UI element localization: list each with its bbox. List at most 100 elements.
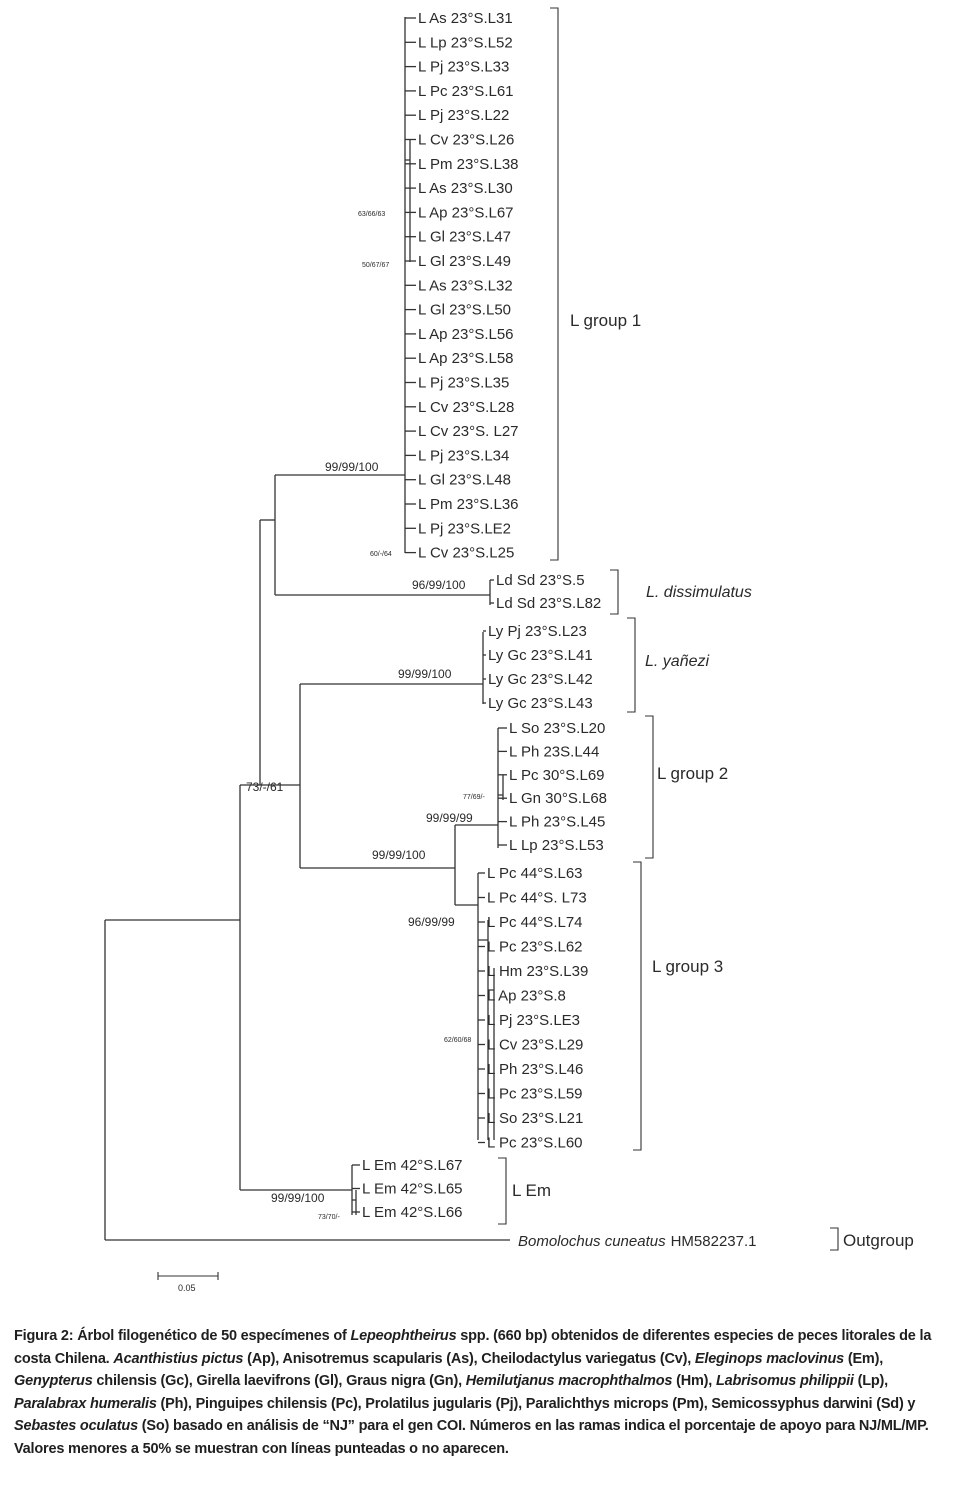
- label-yanezi: L. yañezi: [645, 653, 709, 670]
- label-dissimulatus: L. dissimulatus: [646, 584, 752, 601]
- caption-text-7: (Lp),: [853, 1373, 889, 1389]
- leaf-label: L Pc 23°S.L61: [418, 83, 514, 100]
- support-em-sub: 73/70/-: [318, 1214, 340, 1221]
- leaf-label: L Pj 23°S.LE2: [418, 520, 511, 537]
- group-brackets: [498, 7, 839, 1251]
- bracket-group2: [645, 715, 654, 859]
- caption-italic-8: Sebastes oculatus: [14, 1418, 138, 1434]
- outgroup-species: Bomolochus cuneatus: [518, 1233, 666, 1250]
- label-group3: L group 3: [652, 957, 723, 976]
- leaf-label: L So 23°S.L21: [487, 1110, 583, 1127]
- leaf-label: L Lp 23°S.L53: [509, 837, 604, 854]
- caption-italic-3: Eleginops maclovinus: [694, 1350, 844, 1367]
- leaf-label: L Pc 23°S.L59: [487, 1086, 583, 1103]
- leaf-label: L Ph 23S.L44: [509, 743, 599, 760]
- figure-caption: Figura 2: Árbol filogenético de 50 espec…: [14, 1325, 946, 1460]
- support-g2-sub: 77/69/-: [463, 794, 485, 801]
- leaf-label: L Em 42°S.L65: [362, 1181, 463, 1198]
- bracket-yanezi: [627, 617, 636, 713]
- caption-text-9: (So) basado en análisis de “NJ” para el …: [14, 1418, 929, 1457]
- leaf-label: L Gl 23°S.L50: [418, 302, 511, 319]
- caption-italic-5: Hemilutjanus macrophthalmos: [465, 1373, 673, 1389]
- leaf-label: L So 23°S.L20: [509, 720, 605, 737]
- branch-g2-sub: [498, 775, 504, 800]
- leaf-label: Ly Pj 23°S.L23: [488, 623, 587, 640]
- leaf-label: L Pj 23°S.L33: [418, 59, 509, 76]
- leaf-label: L Pm 23°S.L38: [418, 156, 519, 173]
- leaf-label: Ly Gc 23°S.L43: [488, 695, 593, 712]
- support-yanezi: 99/99/100: [398, 667, 452, 681]
- caption-italic-1: Lepeophtheirus: [350, 1328, 457, 1344]
- leaf-label: L Pm 23°S.L36: [418, 496, 519, 513]
- outgroup-accession: HM582237.1: [671, 1233, 757, 1250]
- bracket-outgroup: [830, 1227, 839, 1251]
- caption-italic-7: Paralabrax humeralis: [14, 1395, 157, 1412]
- leaf-label: L Cv 23°S.L25: [418, 545, 514, 562]
- support-dissimulatus: 96/99/100: [412, 578, 466, 592]
- outgroup-leaf: Bomolochus cuneatus HM582237.1: [518, 1233, 757, 1250]
- leaf-label: Ly Gc 23°S.L42: [488, 671, 593, 688]
- bracket-group1: [550, 7, 559, 561]
- leaf-label: L Gn 30°S.L68: [509, 790, 607, 807]
- leaf-label: L Gl 23°S.L47: [418, 229, 511, 246]
- leaf-label: L Cv 23°S. L27: [418, 423, 519, 440]
- branch-g1-sub: [405, 140, 411, 262]
- leaf-label: L Pc 23°S.L60: [487, 1135, 583, 1152]
- leaf-label: L Hm 23°S.L39: [487, 963, 588, 980]
- support-g1-main: 99/99/100: [325, 460, 379, 474]
- support-g1-sub-b: 50/67/67: [362, 262, 389, 269]
- support-g1-sub-a: 63/66/63: [358, 211, 385, 218]
- leaf-label: L Em 42°S.L66: [362, 1204, 463, 1221]
- caption-text-1: Árbol filogenético de 50 especímenes of: [73, 1328, 351, 1344]
- label-outgroup: Outgroup: [843, 1231, 914, 1250]
- support-g2: 99/99/99: [426, 811, 473, 825]
- leaf-label: L Lp 23°S.L52: [418, 34, 513, 51]
- leaf-label: L Pc 23°S.L62: [487, 939, 583, 956]
- leaf-label: L Ap 23°S.L67: [418, 204, 514, 221]
- bracket-group3: [633, 861, 642, 1151]
- support-g3: 96/99/99: [408, 915, 455, 929]
- bracket-em: [498, 1157, 507, 1225]
- caption-text-3: (Ap), Anisotremus scapularis (As), Cheil…: [243, 1350, 695, 1367]
- leaf-label: L Ph 23°S.L45: [509, 814, 605, 831]
- leaf-label: L Ap 23°S.L58: [418, 350, 514, 367]
- leaf-label: L Em 42°S.L67: [362, 1157, 463, 1174]
- leaf-label: Ld Sd 23°S.L82: [496, 595, 601, 612]
- branch-g3-sub: [478, 920, 495, 1140]
- caption-italic-4: Genypterus: [14, 1373, 93, 1389]
- scale-bar: [157, 1272, 219, 1280]
- leaf-label: L Pj 23°S.L34: [418, 447, 509, 464]
- leaf-label: L Pc 44°S. L73: [487, 890, 587, 907]
- leaf-label: L Cv 23°S.L26: [418, 132, 514, 149]
- leaf-label: Ly Gc 23°S.L41: [488, 647, 593, 664]
- support-g3-sub: 62/60/68: [444, 1037, 471, 1044]
- leaf-label: L Ap 23°S.8: [487, 988, 566, 1005]
- leaf-label: L As 23°S.L30: [418, 180, 513, 197]
- caption-lead: Figura 2:: [14, 1328, 74, 1344]
- support-em: 99/99/100: [271, 1191, 325, 1205]
- leaf-label: L Pj 23°S.L35: [418, 375, 509, 392]
- caption-text-5: chilensis (Gc), Girella laevifrons (Gl),…: [92, 1373, 466, 1389]
- leaf-label: L As 23°S.L32: [418, 277, 513, 294]
- leaf-label: L Pj 23°S.L22: [418, 107, 509, 124]
- support-ingroup-root: 73/-/61: [246, 780, 284, 794]
- leaf-label: L Pc 44°S.L63: [487, 865, 583, 882]
- support-g2-g3: 99/99/100: [372, 848, 426, 862]
- caption-italic-2: Acanthistius pictus: [113, 1350, 244, 1367]
- leaf-label: L Ap 23°S.L56: [418, 326, 514, 343]
- caption-text-2: spp. (660 bp) obtenidos de diferentes es…: [14, 1328, 932, 1367]
- leaf-label: L Pj 23°S.LE3: [487, 1012, 580, 1029]
- leaf-label: L Gl 23°S.L48: [418, 472, 511, 489]
- caption-text-4: (Em),: [843, 1350, 884, 1367]
- branch-em-sub: [352, 1190, 357, 1215]
- caption-italic-6: Labrisomus philippii: [715, 1373, 854, 1389]
- caption-text-6: (Hm),: [672, 1373, 716, 1389]
- support-g1-sub-c: 60/-/64: [370, 551, 392, 558]
- label-em: L Em: [512, 1181, 551, 1200]
- caption-text-8: (Ph), Pinguipes chilensis (Pc), Prolatil…: [156, 1395, 916, 1412]
- leaf-label: L Pc 30°S.L69: [509, 767, 605, 784]
- leaf-label: L Cv 23°S.L28: [418, 399, 514, 416]
- label-group1: L group 1: [570, 311, 641, 330]
